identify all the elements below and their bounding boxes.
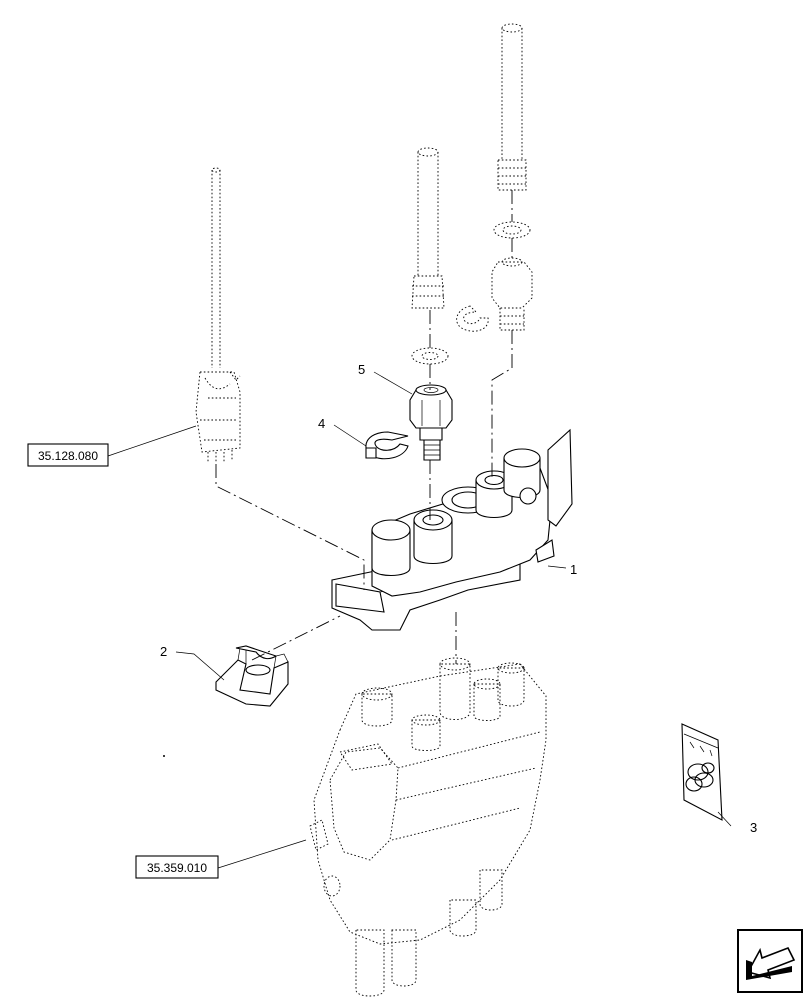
leader-lines: [107, 371, 732, 869]
valve-cap-assembly-item-1: [331, 428, 573, 631]
retaining-clip-item-2: [215, 645, 289, 707]
previous-page-arrow-icon[interactable]: [737, 929, 803, 993]
callout-item-1: 1: [570, 562, 577, 577]
electrical-connector-harness: [195, 167, 241, 462]
adapter-fitting-right: [491, 257, 533, 331]
hydraulic-tube-right: [497, 23, 527, 191]
snap-ring-right: [456, 305, 489, 332]
callout-item-2: 2: [160, 644, 167, 659]
callout-item-3: 3: [750, 820, 757, 835]
reference-box-valve[interactable]: 35.359.010: [135, 855, 219, 879]
snap-ring-item-4: [365, 431, 409, 460]
reference-box-connector[interactable]: 35.128.080: [27, 443, 109, 467]
assembly-centerlines: [215, 190, 513, 664]
reference-label-connector: 35.128.080: [38, 449, 98, 463]
reference-label-valve: 35.359.010: [147, 861, 207, 875]
seal-kit-bag-item-3: [681, 723, 723, 821]
adapter-fitting-item-5: [409, 384, 453, 461]
sealing-washer-right: [493, 221, 531, 239]
callout-item-4: 4: [318, 416, 325, 431]
callout-item-5: 5: [358, 362, 365, 377]
hydraulic-tube-left: [411, 147, 445, 309]
control-valve-body: [309, 657, 547, 997]
sealing-washer-left: [411, 347, 449, 365]
